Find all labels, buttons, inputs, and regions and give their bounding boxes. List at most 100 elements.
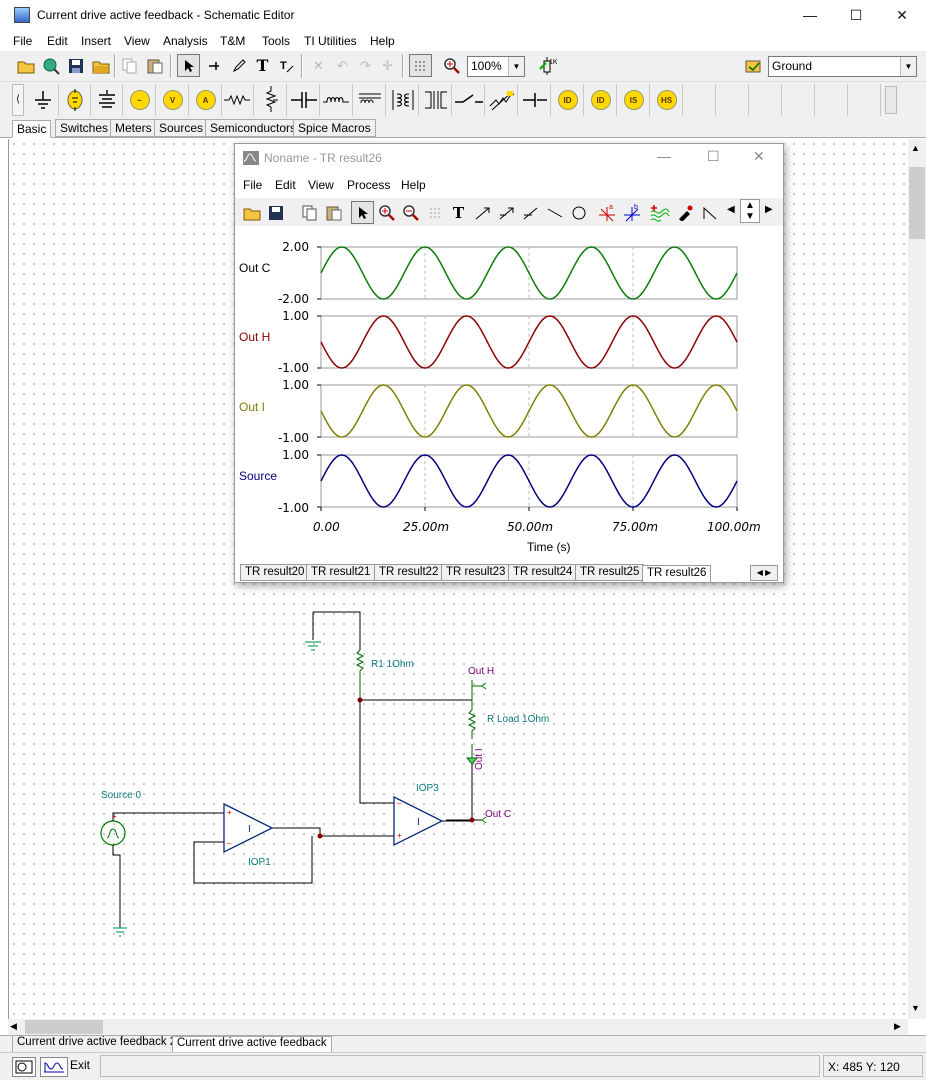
cursor-text-icon[interactable]: T — [275, 54, 298, 77]
delete-icon[interactable]: ✕ — [313, 57, 324, 73]
variable-resistor-component-icon[interactable] — [486, 84, 518, 116]
ammeter-component-icon[interactable]: A — [190, 84, 222, 116]
circle-icon[interactable] — [567, 201, 590, 224]
horizontal-scrollbar[interactable]: ◀ ▶ — [8, 1019, 908, 1035]
zoom-out-icon[interactable] — [399, 201, 422, 224]
diagram-view-icon[interactable] — [40, 1057, 68, 1077]
minimize-button[interactable]: — — [803, 7, 817, 23]
tr-minimize-button[interactable]: — — [657, 148, 671, 164]
menu-analysis[interactable]: Analysis — [163, 34, 208, 48]
dimension-icon[interactable] — [519, 201, 542, 224]
coupled-inductor-component-icon[interactable] — [387, 84, 419, 116]
tr-menu-edit[interactable]: Edit — [275, 178, 296, 192]
tab-tr-result24[interactable]: TR result24 — [508, 564, 578, 581]
series-line-source[interactable] — [320, 454, 738, 508]
pick-color-icon[interactable] — [673, 201, 696, 224]
tab-tr-result21[interactable]: TR result21 — [306, 564, 376, 581]
grid-icon[interactable] — [423, 201, 446, 224]
scroll-left-icon[interactable]: ⟨ — [12, 84, 24, 116]
voltmeter-component-icon[interactable]: V — [157, 84, 189, 116]
probe-icon[interactable] — [741, 54, 764, 77]
waveform-plots[interactable] — [235, 144, 783, 564]
text-icon[interactable]: T — [256, 56, 269, 75]
tab-basic[interactable]: Basic — [12, 120, 52, 138]
cursor-b-icon[interactable]: b — [620, 201, 643, 224]
menu-tm[interactable]: T&M — [220, 34, 246, 48]
close-button[interactable]: ✕ — [896, 7, 908, 23]
tr-menu-file[interactable]: File — [243, 178, 263, 192]
doc-tab-feedback-2[interactable]: Current drive active feedback 2 — [12, 1035, 182, 1053]
scroll-left-icon[interactable]: ◀ — [10, 1021, 17, 1031]
menu-insert[interactable]: Insert — [81, 34, 112, 48]
scroll-right-icon[interactable] — [885, 86, 897, 114]
tab-tr-result26[interactable]: TR result26 — [642, 565, 712, 582]
pencil-icon[interactable] — [227, 54, 250, 77]
spin-updown-icon[interactable]: ▲▼ — [740, 199, 760, 223]
menu-edit[interactable]: Edit — [47, 34, 68, 48]
zoom-icon[interactable] — [440, 54, 463, 77]
tr-menu-process[interactable]: Process — [347, 178, 391, 192]
transformer-component-icon[interactable] — [354, 84, 386, 116]
tr-menu-help[interactable]: Help — [401, 178, 426, 192]
undo-icon[interactable]: ↶ — [337, 57, 348, 73]
capacitor-bank-component-icon[interactable] — [91, 84, 123, 116]
tr-maximize-button[interactable]: ☐ — [707, 148, 720, 164]
line-icon[interactable] — [543, 201, 566, 224]
current-source-component-icon[interactable]: ID — [552, 84, 584, 116]
open-icon[interactable] — [14, 54, 37, 77]
tab-tr-result23[interactable]: TR result23 — [441, 564, 511, 581]
cursor-a-icon[interactable]: a — [595, 201, 618, 224]
inductor-component-icon[interactable] — [321, 84, 353, 116]
series-line-out-h[interactable] — [320, 315, 738, 369]
pointer-icon[interactable] — [351, 201, 374, 224]
resistor-component-icon[interactable] — [222, 84, 254, 116]
tab-tr-result22[interactable]: TR result22 — [374, 564, 444, 581]
redo-icon[interactable]: ↷ — [360, 57, 371, 73]
ground-select[interactable]: Ground ▼ — [768, 56, 917, 77]
save-icon[interactable] — [64, 54, 87, 77]
switch-component-icon[interactable] — [453, 84, 485, 116]
series-line-out-c[interactable] — [320, 246, 738, 300]
diode-component-icon[interactable] — [519, 84, 551, 116]
menu-help[interactable]: Help — [370, 34, 395, 48]
add-curve-icon[interactable] — [648, 201, 671, 224]
preview-icon[interactable] — [39, 54, 62, 77]
arrow-annotation-icon[interactable] — [471, 201, 494, 224]
tab-spice-macros[interactable]: Spice Macros — [293, 119, 376, 137]
potentiometer-component-icon[interactable] — [255, 84, 287, 116]
scroll-up-icon[interactable]: ▲ — [911, 143, 920, 153]
arrow-label-icon[interactable] — [495, 201, 518, 224]
vertical-scrollbar[interactable]: ▲ ▼ — [908, 139, 926, 1019]
ideal-transformer-component-icon[interactable] — [420, 84, 452, 116]
junction-icon[interactable]: ✛ — [382, 57, 393, 73]
tab-meters[interactable]: Meters — [110, 119, 157, 137]
tab-scroll-icon[interactable]: ◀ ▶ — [750, 565, 778, 581]
ground-component-icon[interactable] — [27, 84, 59, 116]
vertical-scroll-thumb[interactable] — [909, 167, 925, 239]
scroll-right-icon[interactable]: ▶ — [894, 1021, 901, 1031]
tr-menu-view[interactable]: View — [308, 178, 334, 192]
app-icon[interactable] — [14, 7, 30, 23]
paste-icon[interactable] — [143, 54, 166, 77]
zoom-in-icon[interactable] — [375, 201, 398, 224]
scroll-down-icon[interactable]: ▼ — [911, 1003, 920, 1013]
dc-source-component-icon[interactable]: ID — [585, 84, 617, 116]
maximize-button[interactable]: ☐ — [849, 7, 863, 23]
open-folder-icon[interactable] — [89, 54, 112, 77]
open-icon[interactable] — [240, 201, 263, 224]
tr-close-button[interactable]: ✕ — [753, 148, 765, 164]
tab-tr-result20[interactable]: TR result20 — [240, 564, 310, 581]
scroll-right-icon[interactable]: ▶ — [765, 204, 773, 215]
menu-view[interactable]: View — [124, 34, 150, 48]
component-icon[interactable]: 1K — [535, 54, 558, 77]
exit-button[interactable]: Exit — [70, 1058, 91, 1072]
menu-file[interactable]: File — [13, 34, 33, 48]
zoom-select[interactable]: 100% ▼ — [467, 56, 525, 77]
horizontal-scroll-thumb[interactable] — [25, 1020, 103, 1034]
step-icon[interactable] — [698, 201, 721, 224]
isource-component-icon[interactable]: IS — [618, 84, 650, 116]
battery-component-icon[interactable] — [59, 84, 91, 116]
wire-icon[interactable] — [202, 54, 225, 77]
voltage-source-component-icon[interactable]: ~ — [124, 84, 156, 116]
copy-icon[interactable] — [298, 201, 321, 224]
